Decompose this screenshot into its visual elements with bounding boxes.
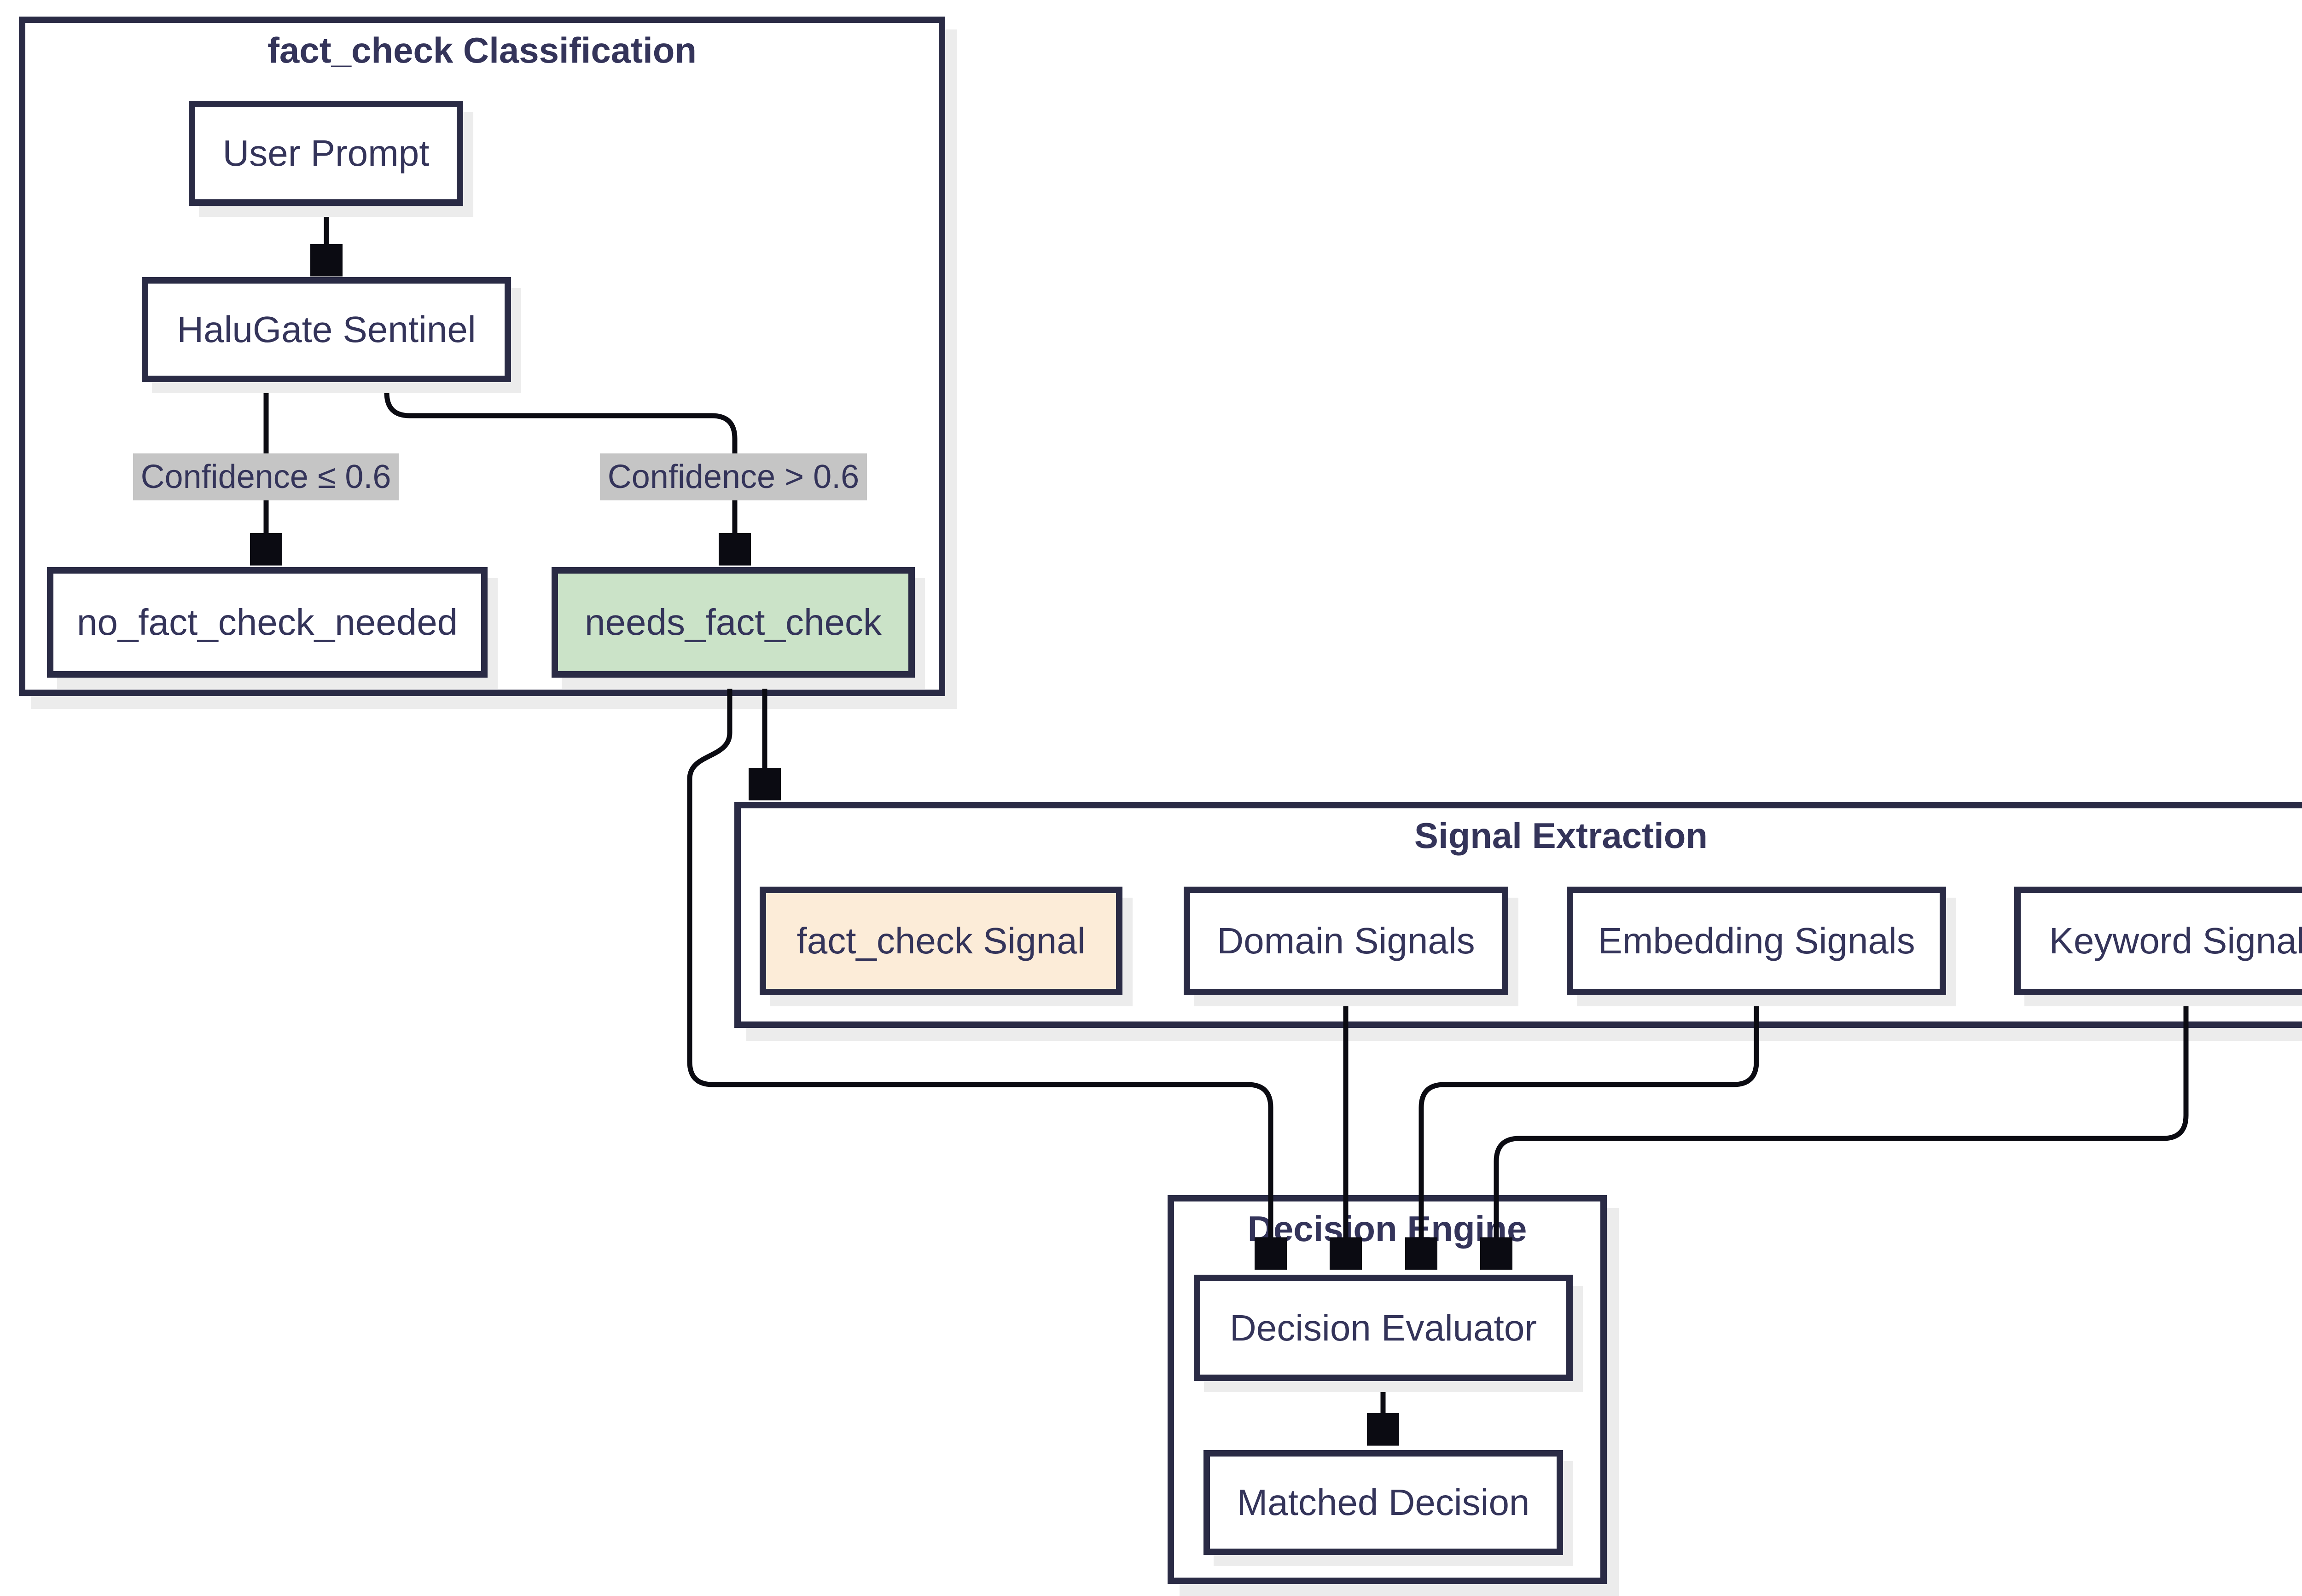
node-user-prompt: User Prompt <box>189 101 463 206</box>
subgraph-title-fact-check-classification: fact_check Classification <box>267 30 697 70</box>
node-label-decision-evaluator: Decision Evaluator <box>1230 1307 1537 1348</box>
node-needs-fact-check: needs_fact_check <box>552 567 915 678</box>
node-domain-signals: Domain Signals <box>1184 887 1508 995</box>
edge-halugate-to-needs-fact-check <box>384 383 735 561</box>
edge-keyword-signals-to-decision-evaluator <box>1496 996 2189 1265</box>
edge-needs-fact-check-to-decision-evaluator <box>687 679 1271 1265</box>
node-keyword-signals: Keyword Signals <box>2014 887 2302 995</box>
node-label-needs-fact-check: needs_fact_check <box>585 602 882 643</box>
node-label-domain-signals: Domain Signals <box>1217 920 1475 961</box>
node-halugate-sentinel: HaluGate Sentinel <box>142 277 511 382</box>
node-label-no-fact-check-needed: no_fact_check_needed <box>76 602 458 643</box>
node-label-halugate-sentinel: HaluGate Sentinel <box>177 309 476 350</box>
subgraph-title-signal-extraction: Signal Extraction <box>1414 815 1708 856</box>
node-label-user-prompt: User Prompt <box>222 133 430 174</box>
node-fact-check-signal: fact_check Signal <box>760 887 1122 995</box>
node-decision-evaluator: Decision Evaluator <box>1194 1275 1573 1381</box>
node-label-matched-decision: Matched Decision <box>1237 1482 1530 1523</box>
node-matched-decision: Matched Decision <box>1203 1450 1563 1555</box>
node-label-embedding-signals: Embedding Signals <box>1598 920 1915 961</box>
node-label-fact-check-signal: fact_check Signal <box>796 920 1086 961</box>
node-label-keyword-signals: Keyword Signals <box>2049 920 2302 961</box>
edge-label-confidence-high: Confidence > 0.6 <box>600 453 867 500</box>
edge-embedding-signals-to-decision-evaluator <box>1421 996 1759 1265</box>
node-no-fact-check-needed: no_fact_check_needed <box>47 567 488 678</box>
edge-label-confidence-low: Confidence ≤ 0.6 <box>133 453 399 500</box>
node-embedding-signals: Embedding Signals <box>1567 887 1946 995</box>
